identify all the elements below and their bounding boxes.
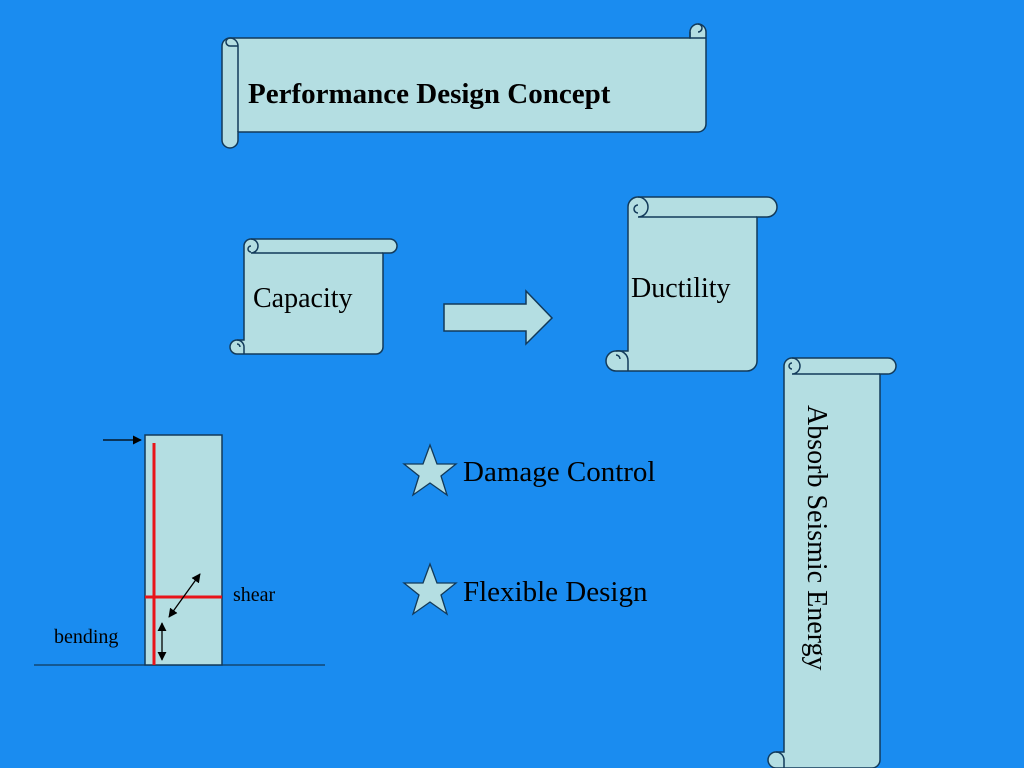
star-icon — [402, 443, 458, 497]
ductility-scroll — [605, 196, 778, 372]
bullet-damage-control: Damage Control — [463, 456, 656, 488]
bending-label: bending — [54, 626, 119, 648]
title-scroll — [221, 23, 707, 149]
bullet-flexible-design: Flexible Design — [463, 576, 648, 608]
column-diagram — [34, 434, 325, 666]
capacity-scroll — [229, 238, 398, 355]
shear-label: shear — [233, 584, 276, 606]
energy-scroll — [767, 357, 897, 768]
star-icon — [402, 562, 458, 616]
column — [144, 434, 223, 666]
page-title: Performance Design Concept — [248, 78, 611, 110]
capacity-label: Capacity — [253, 283, 353, 314]
right-block-arrow-icon — [443, 289, 554, 346]
ductility-label: Ductility — [631, 273, 731, 304]
energy-label: Absorb Seismic Energy — [801, 405, 832, 671]
shear-double-arrow-icon — [168, 573, 201, 618]
